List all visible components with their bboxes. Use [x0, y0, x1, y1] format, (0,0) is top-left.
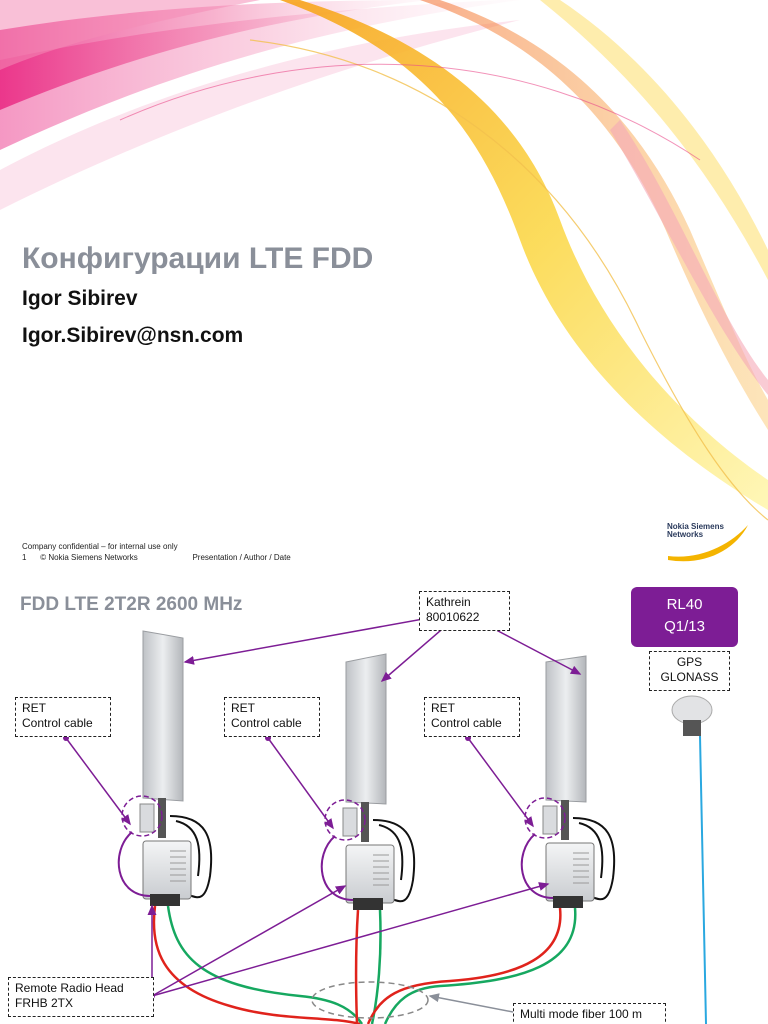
ret-label-line-1: RET — [431, 701, 455, 715]
jumper-cables — [152, 905, 577, 1024]
logo-line-2: Networks — [667, 530, 704, 539]
antenna-label-line-2: 80010622 — [426, 610, 480, 624]
author-email: Igor.Sibirev@nsn.com — [22, 324, 244, 347]
ret-label-line-1: RET — [22, 701, 46, 715]
fiber-label: Multi mode fiber 100 m — [513, 1003, 666, 1024]
gps-label-line-2: GLONASS — [660, 670, 719, 684]
release-line-2: Q1/13 — [664, 618, 705, 635]
footer-meta: Presentation / Author / Date — [192, 553, 291, 562]
title-slide: Конфигурации LTE FDD Igor Sibirev Igor.S… — [0, 0, 768, 562]
ret-label-line-2: Control cable — [22, 716, 93, 730]
copyright-text: © Nokia Siemens Networks — [40, 553, 138, 562]
gps-label-line-1: GPS — [676, 655, 703, 669]
ret-label-2: RET Control cable — [224, 697, 320, 737]
network-diagram — [63, 609, 713, 1024]
gps-cable — [699, 735, 707, 1024]
release-line-1: RL40 — [666, 596, 703, 613]
confidential-note: Company confidential – for internal use … — [22, 542, 178, 551]
author-name: Igor Sibirev — [22, 287, 138, 310]
logo-line-1: Nokia Siemens — [667, 522, 724, 531]
gps-antenna — [671, 695, 713, 736]
ret-label-line-1: RET — [231, 701, 255, 715]
ret-label-1: RET Control cable — [15, 697, 111, 737]
diagram-slide: FDD LTE 2T2R 2600 MHz Kathrein 80010622 … — [0, 576, 768, 1024]
rrh-label-line-2: FRHB 2TX — [15, 996, 74, 1010]
ret-label-line-2: Control cable — [431, 716, 502, 730]
page-number: 1 — [22, 553, 27, 562]
gps-label: GPS GLONASS — [649, 651, 730, 691]
antenna-label-line-1: Kathrein — [426, 595, 471, 609]
release-badge: RL40 Q1/13 — [631, 587, 738, 647]
ret-label-line-2: Control cable — [231, 716, 302, 730]
fiber-label-text: Multi mode fiber 100 m — [520, 1007, 643, 1021]
antenna-model-label: Kathrein 80010622 — [419, 591, 510, 631]
decorative-swoosh — [0, 0, 768, 562]
rrh-label-line-1: Remote Radio Head — [15, 981, 124, 995]
footer-row: 1 © Nokia Siemens Networks Presentation … — [22, 553, 291, 562]
antenna-site-1 — [121, 630, 213, 906]
slide-title: Конфигурации LTE FDD — [22, 242, 374, 275]
antenna-site-2 — [324, 653, 416, 910]
slide-title: FDD LTE 2T2R 2600 MHz — [20, 594, 243, 615]
rrh-label: Remote Radio Head FRHB 2TX — [8, 977, 154, 1017]
ret-label-3: RET Control cable — [424, 697, 520, 737]
company-logo: Nokia Siemens Networks — [667, 523, 724, 539]
antenna-site-3 — [524, 655, 616, 908]
